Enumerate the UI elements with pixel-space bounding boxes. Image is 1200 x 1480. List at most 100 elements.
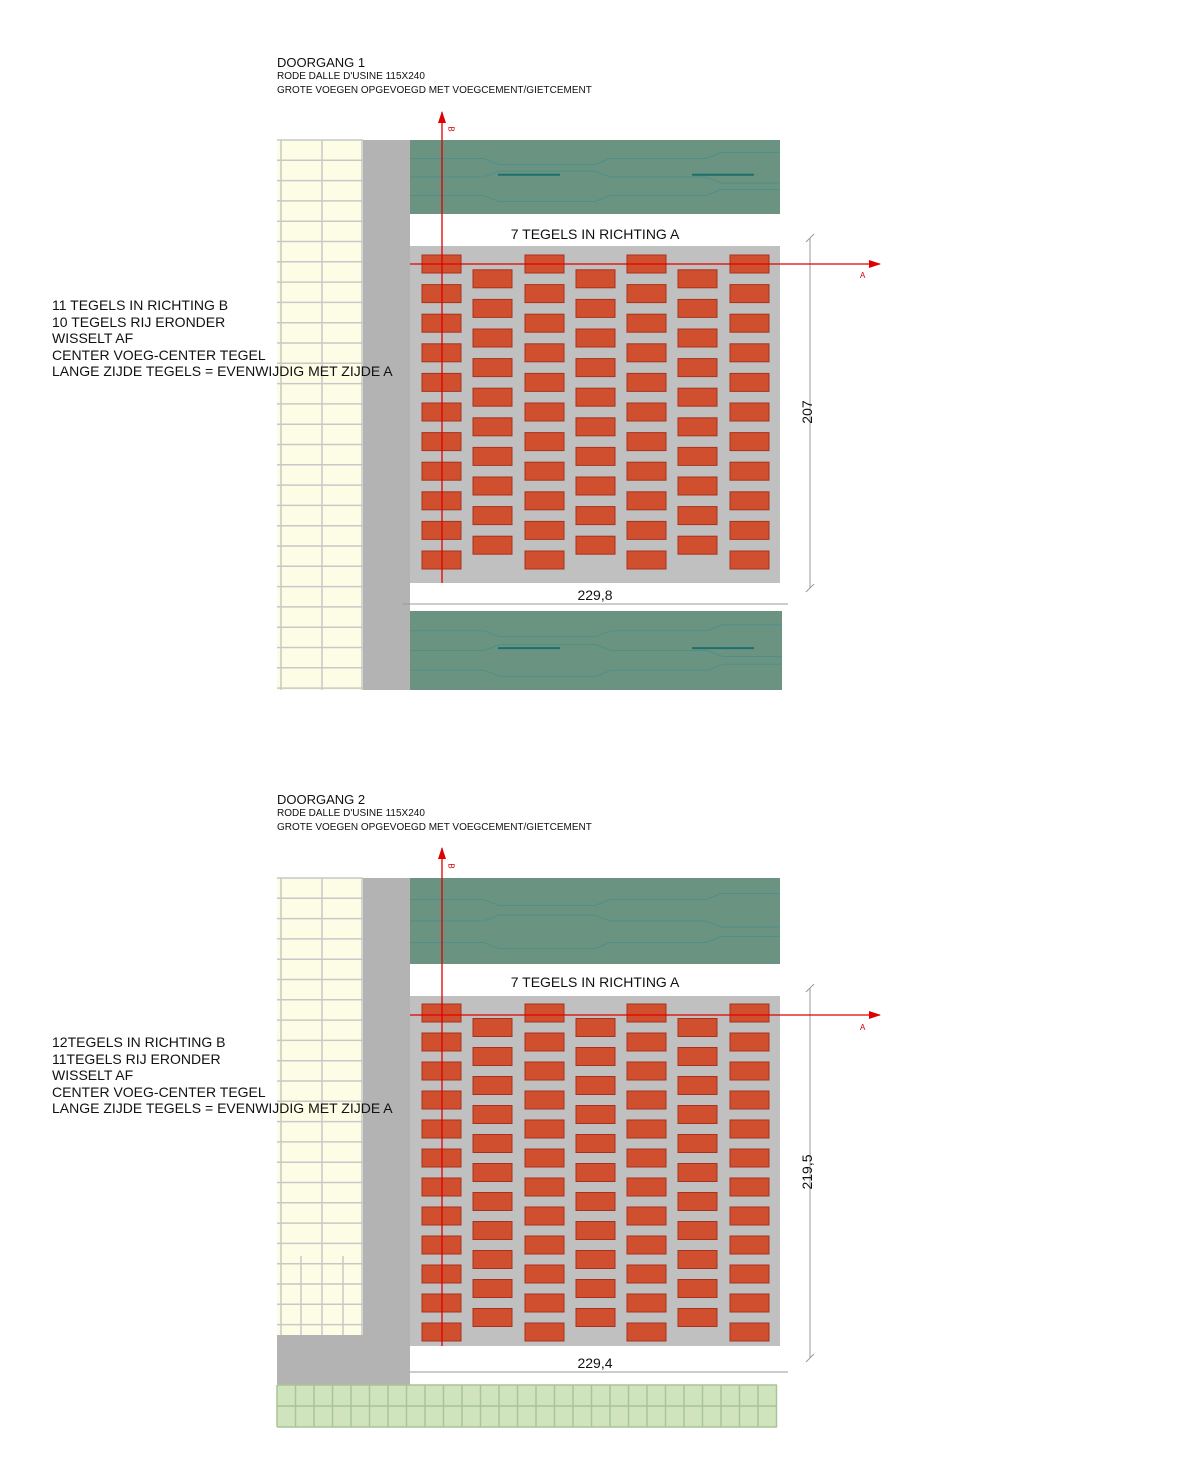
tile: [626, 1177, 667, 1197]
tile: [472, 1308, 513, 1327]
tile: [472, 1279, 513, 1298]
tile: [729, 1293, 770, 1313]
tile: [729, 1235, 770, 1255]
tile: [729, 1032, 770, 1052]
tile: [524, 1148, 565, 1168]
tile: [524, 1061, 565, 1081]
tile: [677, 417, 718, 437]
tile: [524, 432, 565, 452]
tile: [472, 1105, 513, 1124]
tile: [575, 1279, 616, 1298]
tile: [472, 476, 513, 496]
tile: [524, 284, 565, 304]
tile: [677, 1018, 718, 1037]
tile: [729, 1177, 770, 1197]
tile: [524, 1119, 565, 1139]
tile: [729, 432, 770, 452]
tile: [677, 358, 718, 378]
tile: [729, 1090, 770, 1110]
tile: [677, 1163, 718, 1182]
tile: [626, 432, 667, 452]
tile: [626, 284, 667, 304]
tile: [626, 313, 667, 333]
passage-1-title: DOORGANG 1: [277, 55, 366, 70]
tile: [677, 1192, 718, 1211]
tile: [524, 1322, 565, 1342]
tile: [524, 372, 565, 392]
tile: [575, 1076, 616, 1095]
tile: [575, 1192, 616, 1211]
tile: [729, 1119, 770, 1139]
tile: [472, 1250, 513, 1269]
tile: [472, 328, 513, 348]
tile: [524, 1206, 565, 1226]
tile: [729, 1206, 770, 1226]
tile: [677, 298, 718, 318]
tile: [626, 491, 667, 511]
tile: [729, 461, 770, 481]
tile: [677, 387, 718, 407]
tile: [575, 1134, 616, 1153]
green-paving: [276, 1384, 778, 1428]
tile: [626, 461, 667, 481]
tile: [472, 1192, 513, 1211]
tile: [677, 506, 718, 526]
tile: [677, 476, 718, 496]
tile: [472, 417, 513, 437]
tile: [524, 402, 565, 422]
tile: [575, 506, 616, 526]
passage-2-joints: GROTE VOEGEN OPGEVOEGD MET VOEGCEMENT/GI…: [277, 822, 592, 833]
passage-1-height-dimension: 207: [799, 400, 815, 424]
tile: [575, 387, 616, 407]
tile: [677, 1308, 718, 1327]
tile: [677, 446, 718, 466]
passage-2-richting-a-label: 7 TEGELS IN RICHTING A: [510, 974, 680, 990]
tile: [626, 1061, 667, 1081]
tile: [729, 402, 770, 422]
passage-1-notes: 11 TEGELS IN RICHTING B 10 TEGELS RIJ ER…: [52, 297, 393, 379]
tile: [472, 1221, 513, 1240]
tile: [524, 1177, 565, 1197]
tile: [472, 446, 513, 466]
tile: [575, 1018, 616, 1037]
passage-2-hedge-top: [410, 878, 780, 964]
tile: [472, 298, 513, 318]
tile: [472, 358, 513, 378]
passage-2-material: RODE DALLE D'USINE 115X240: [277, 808, 425, 819]
passage-1-dimension-lines: [402, 233, 815, 605]
tile: [626, 550, 667, 570]
tile: [729, 1322, 770, 1342]
tile: [524, 550, 565, 570]
tile: [575, 358, 616, 378]
tile: [626, 1090, 667, 1110]
tile: [677, 1221, 718, 1240]
tile: [472, 269, 513, 289]
tile: [626, 1235, 667, 1255]
tile: [677, 269, 718, 289]
tile: [729, 520, 770, 540]
passage-2-side-strip: [363, 878, 410, 1345]
tile: [472, 1163, 513, 1182]
tile: [677, 1250, 718, 1269]
passage-1-material: RODE DALLE D'USINE 115X240: [277, 71, 425, 82]
tile: [729, 550, 770, 570]
tile: [677, 1047, 718, 1066]
tile: [524, 1264, 565, 1284]
tile: [729, 313, 770, 333]
passage-2-axis-b-label: B: [446, 863, 456, 869]
tile: [524, 491, 565, 511]
passage-1-joint-bed: [410, 246, 780, 583]
tile: [729, 1264, 770, 1284]
passage-2-axis-a-label: A: [860, 1023, 866, 1032]
tile: [472, 535, 513, 555]
tile: [729, 343, 770, 363]
tile: [626, 1322, 667, 1342]
tile: [575, 1047, 616, 1066]
passage-2-cream-wall: [277, 877, 363, 1346]
passage-2-lower-details: [277, 1256, 410, 1385]
tile: [575, 446, 616, 466]
tile: [626, 1293, 667, 1313]
tile: [677, 535, 718, 555]
